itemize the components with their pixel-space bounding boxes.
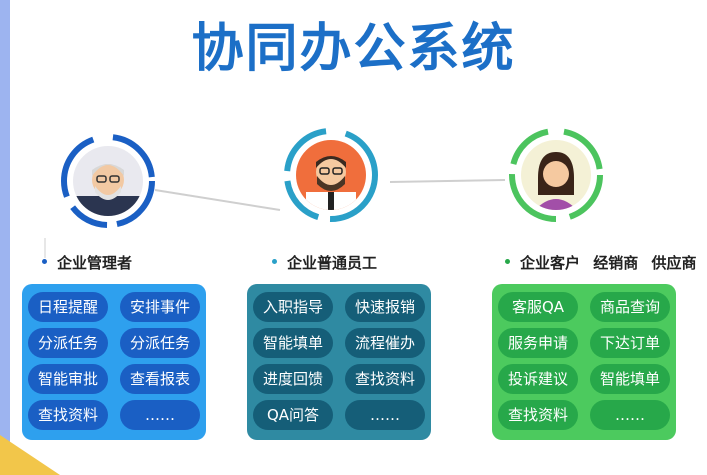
feature-pill[interactable]: 查找资料 — [345, 364, 425, 394]
manager-feature-panel: 日程提醒 安排事件 分派任务 分派任务 智能审批 查看报表 查找资料 …… — [22, 284, 206, 440]
feature-pill[interactable]: 入职指导 — [253, 292, 333, 322]
feature-pill[interactable]: 智能审批 — [28, 364, 108, 394]
feature-pill[interactable]: 日程提醒 — [28, 292, 108, 322]
corner-decoration — [0, 435, 60, 475]
feature-pill[interactable]: 流程催办 — [345, 328, 425, 358]
customer-avatar — [508, 127, 604, 223]
feature-pill[interactable]: 分派任务 — [120, 328, 200, 358]
role-employee-label: 企业普通员工 — [272, 252, 377, 273]
feature-pill[interactable]: 查找资料 — [28, 400, 108, 430]
bullet-dot-icon — [505, 259, 510, 264]
feature-pill[interactable]: 下达订单 — [590, 328, 670, 358]
feature-pill[interactable]: …… — [345, 400, 425, 430]
role-manager-label: 企业管理者 — [42, 252, 132, 273]
feature-pill[interactable]: 安排事件 — [120, 292, 200, 322]
employee-feature-panel: 入职指导 快速报销 智能填单 流程催办 进度回馈 查找资料 QA问答 …… — [247, 284, 431, 440]
feature-pill[interactable]: 查找资料 — [498, 400, 578, 430]
page-title: 协同办公系统 — [191, 19, 516, 79]
manager-avatar — [60, 133, 156, 229]
feature-pill[interactable]: QA问答 — [253, 400, 333, 430]
feature-pill[interactable]: 分派任务 — [28, 328, 108, 358]
bullet-dot-icon — [42, 259, 47, 264]
feature-pill[interactable]: 进度回馈 — [253, 364, 333, 394]
customer-feature-panel: 客服QA 商品查询 服务申请 下达订单 投诉建议 智能填单 查找资料 …… — [492, 284, 676, 440]
employee-avatar — [283, 127, 379, 223]
feature-pill[interactable]: 智能填单 — [590, 364, 670, 394]
role-customer-label: 企业客户 经销商 供应商 — [505, 252, 697, 273]
feature-pill[interactable]: 投诉建议 — [498, 364, 578, 394]
feature-pill[interactable]: 查看报表 — [120, 364, 200, 394]
feature-pill[interactable]: 智能填单 — [253, 328, 333, 358]
feature-pill[interactable]: 快速报销 — [345, 292, 425, 322]
feature-pill[interactable]: …… — [120, 400, 200, 430]
left-accent-bar — [0, 0, 10, 475]
feature-pill[interactable]: 客服QA — [498, 292, 578, 322]
bullet-dot-icon — [272, 259, 277, 264]
feature-pill[interactable]: 服务申请 — [498, 328, 578, 358]
feature-pill[interactable]: 商品查询 — [590, 292, 670, 322]
feature-pill[interactable]: …… — [590, 400, 670, 430]
